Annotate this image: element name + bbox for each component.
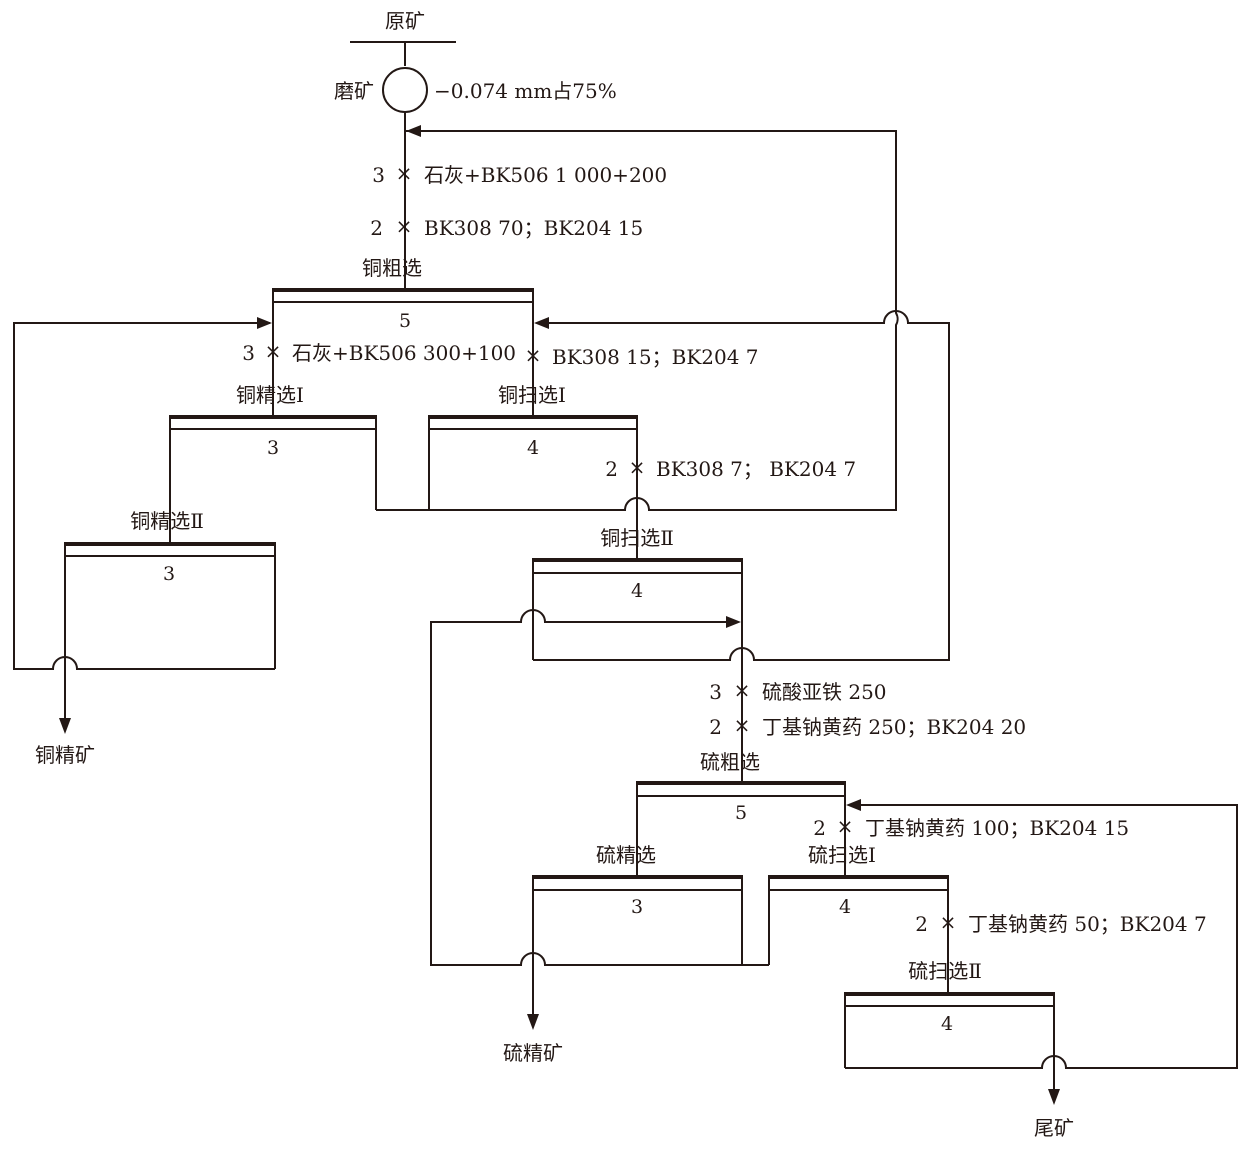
arrow-tailings xyxy=(1048,1089,1060,1105)
s-scav2-cell xyxy=(844,992,1055,1068)
cu-cleaner1-reagent-count: 3 xyxy=(242,341,255,365)
s-scav2-label: 硫扫选Ⅱ xyxy=(908,959,982,983)
cu-concentrate-label: 铜精矿 xyxy=(35,743,95,767)
s-scav1-reagent-times: × xyxy=(837,814,854,838)
s-reagent1-count: 3 xyxy=(709,680,722,704)
cu-cleaner1-time: 3 xyxy=(267,437,279,459)
cu-scav2-cell xyxy=(532,558,743,660)
cu-scav1-reagent-text: BK308 15；BK204 7 xyxy=(552,345,759,369)
s-concentrate-label: 硫精矿 xyxy=(503,1041,563,1065)
cu-scav2-label: 铜扫选Ⅱ xyxy=(600,526,674,550)
cu-rougher-time: 5 xyxy=(399,310,411,332)
cu-reagent2-text: BK308 70；BK204 15 xyxy=(424,216,643,240)
cu-scav2-reagent-count: 2 xyxy=(605,457,618,481)
grinding-label: 磨矿 xyxy=(334,79,374,103)
cu-scav2-reagent-times: × xyxy=(629,455,646,479)
cu-scav1-label: 铜扫选Ⅰ xyxy=(498,383,566,407)
cu-cleaner2-tails-return xyxy=(13,322,275,670)
s-scav1-reagent-text: 丁基钠黄药 100；BK204 15 xyxy=(865,816,1129,840)
grinding-mill xyxy=(382,67,428,113)
s-scav2-reagent-times: × xyxy=(940,910,957,934)
middlings-return-line xyxy=(376,130,899,511)
cu-scav2-time: 4 xyxy=(631,580,643,602)
cu-reagent1-text: 石灰+BK506 1 000+200 xyxy=(424,163,667,187)
cu-cleaner1-reagent-times: × xyxy=(265,339,282,363)
s-scav1-cell xyxy=(768,875,949,994)
s-scav1-time: 4 xyxy=(839,896,851,918)
cu-rougher-label: 铜粗选 xyxy=(362,256,422,280)
arrow-cu-concentrate xyxy=(59,718,71,734)
s-reagent1-text: 硫酸亚铁 250 xyxy=(762,680,887,704)
cu-reagent2-count: 2 xyxy=(370,216,383,240)
arrow-to-s-scav1 xyxy=(846,799,861,811)
cu-reagent1-times: × xyxy=(396,161,413,185)
arrow-return-to-feed xyxy=(406,125,421,137)
arrow-s-concentrate xyxy=(527,1014,539,1030)
s-scav2-time: 4 xyxy=(941,1013,953,1035)
cu-cleaner1-reagent-text: 石灰+BK506 300+100 xyxy=(292,341,516,365)
grinding-spec: −0.074 mm占75% xyxy=(434,79,617,103)
arrow-to-s-rougher xyxy=(726,616,741,628)
cu-scav2-reagent-text: BK308 7； BK204 7 xyxy=(656,457,856,481)
s-scav1-reagent-count: 2 xyxy=(813,816,826,840)
s-scav2-reagent-text: 丁基钠黄药 50；BK204 7 xyxy=(968,912,1207,936)
cu-cleaner2-cell xyxy=(64,542,276,669)
cu-reagent2-times: × xyxy=(396,214,413,238)
s-cleaner-cell xyxy=(532,875,743,965)
cu-cleaner2-label: 铜精选Ⅱ xyxy=(130,509,204,533)
s-middlings-return xyxy=(430,609,769,966)
cu-cleaner2-time: 3 xyxy=(163,563,175,585)
s-scav1-label: 硫扫选Ⅰ xyxy=(808,843,876,867)
s-rougher-time: 5 xyxy=(735,802,747,824)
tailings-label: 尾矿 xyxy=(1034,1116,1074,1140)
s-cleaner-time: 3 xyxy=(631,896,643,918)
cu-cleaner1-cell xyxy=(169,415,377,544)
feed-label: 原矿 xyxy=(385,9,425,33)
s-cleaner-label: 硫精选 xyxy=(596,843,656,867)
cu-scav1-cell xyxy=(428,415,638,560)
s-scav2-conc-return xyxy=(845,804,1238,1069)
arrow-to-cu-cleaner1 xyxy=(257,317,272,329)
s-reagent1-times: × xyxy=(734,678,751,702)
s-scav2-reagent-count: 2 xyxy=(915,912,928,936)
s-reagent2-count: 2 xyxy=(709,715,722,739)
cu-reagent1-count: 3 xyxy=(372,163,385,187)
cu-scav2-conc-return xyxy=(533,310,950,661)
s-rougher-label: 硫粗选 xyxy=(700,750,760,774)
s-reagent2-times: × xyxy=(734,713,751,737)
cu-rougher-cell xyxy=(272,288,534,418)
arrow-to-cu-scav1 xyxy=(534,317,549,329)
cu-scav1-time: 4 xyxy=(527,437,539,459)
s-reagent2-text: 丁基钠黄药 250；BK204 20 xyxy=(762,715,1026,739)
cu-scav1-reagent-times: × xyxy=(525,343,542,367)
cu-cleaner1-label: 铜精选Ⅰ xyxy=(236,383,304,407)
s-rougher-cell xyxy=(636,781,846,877)
